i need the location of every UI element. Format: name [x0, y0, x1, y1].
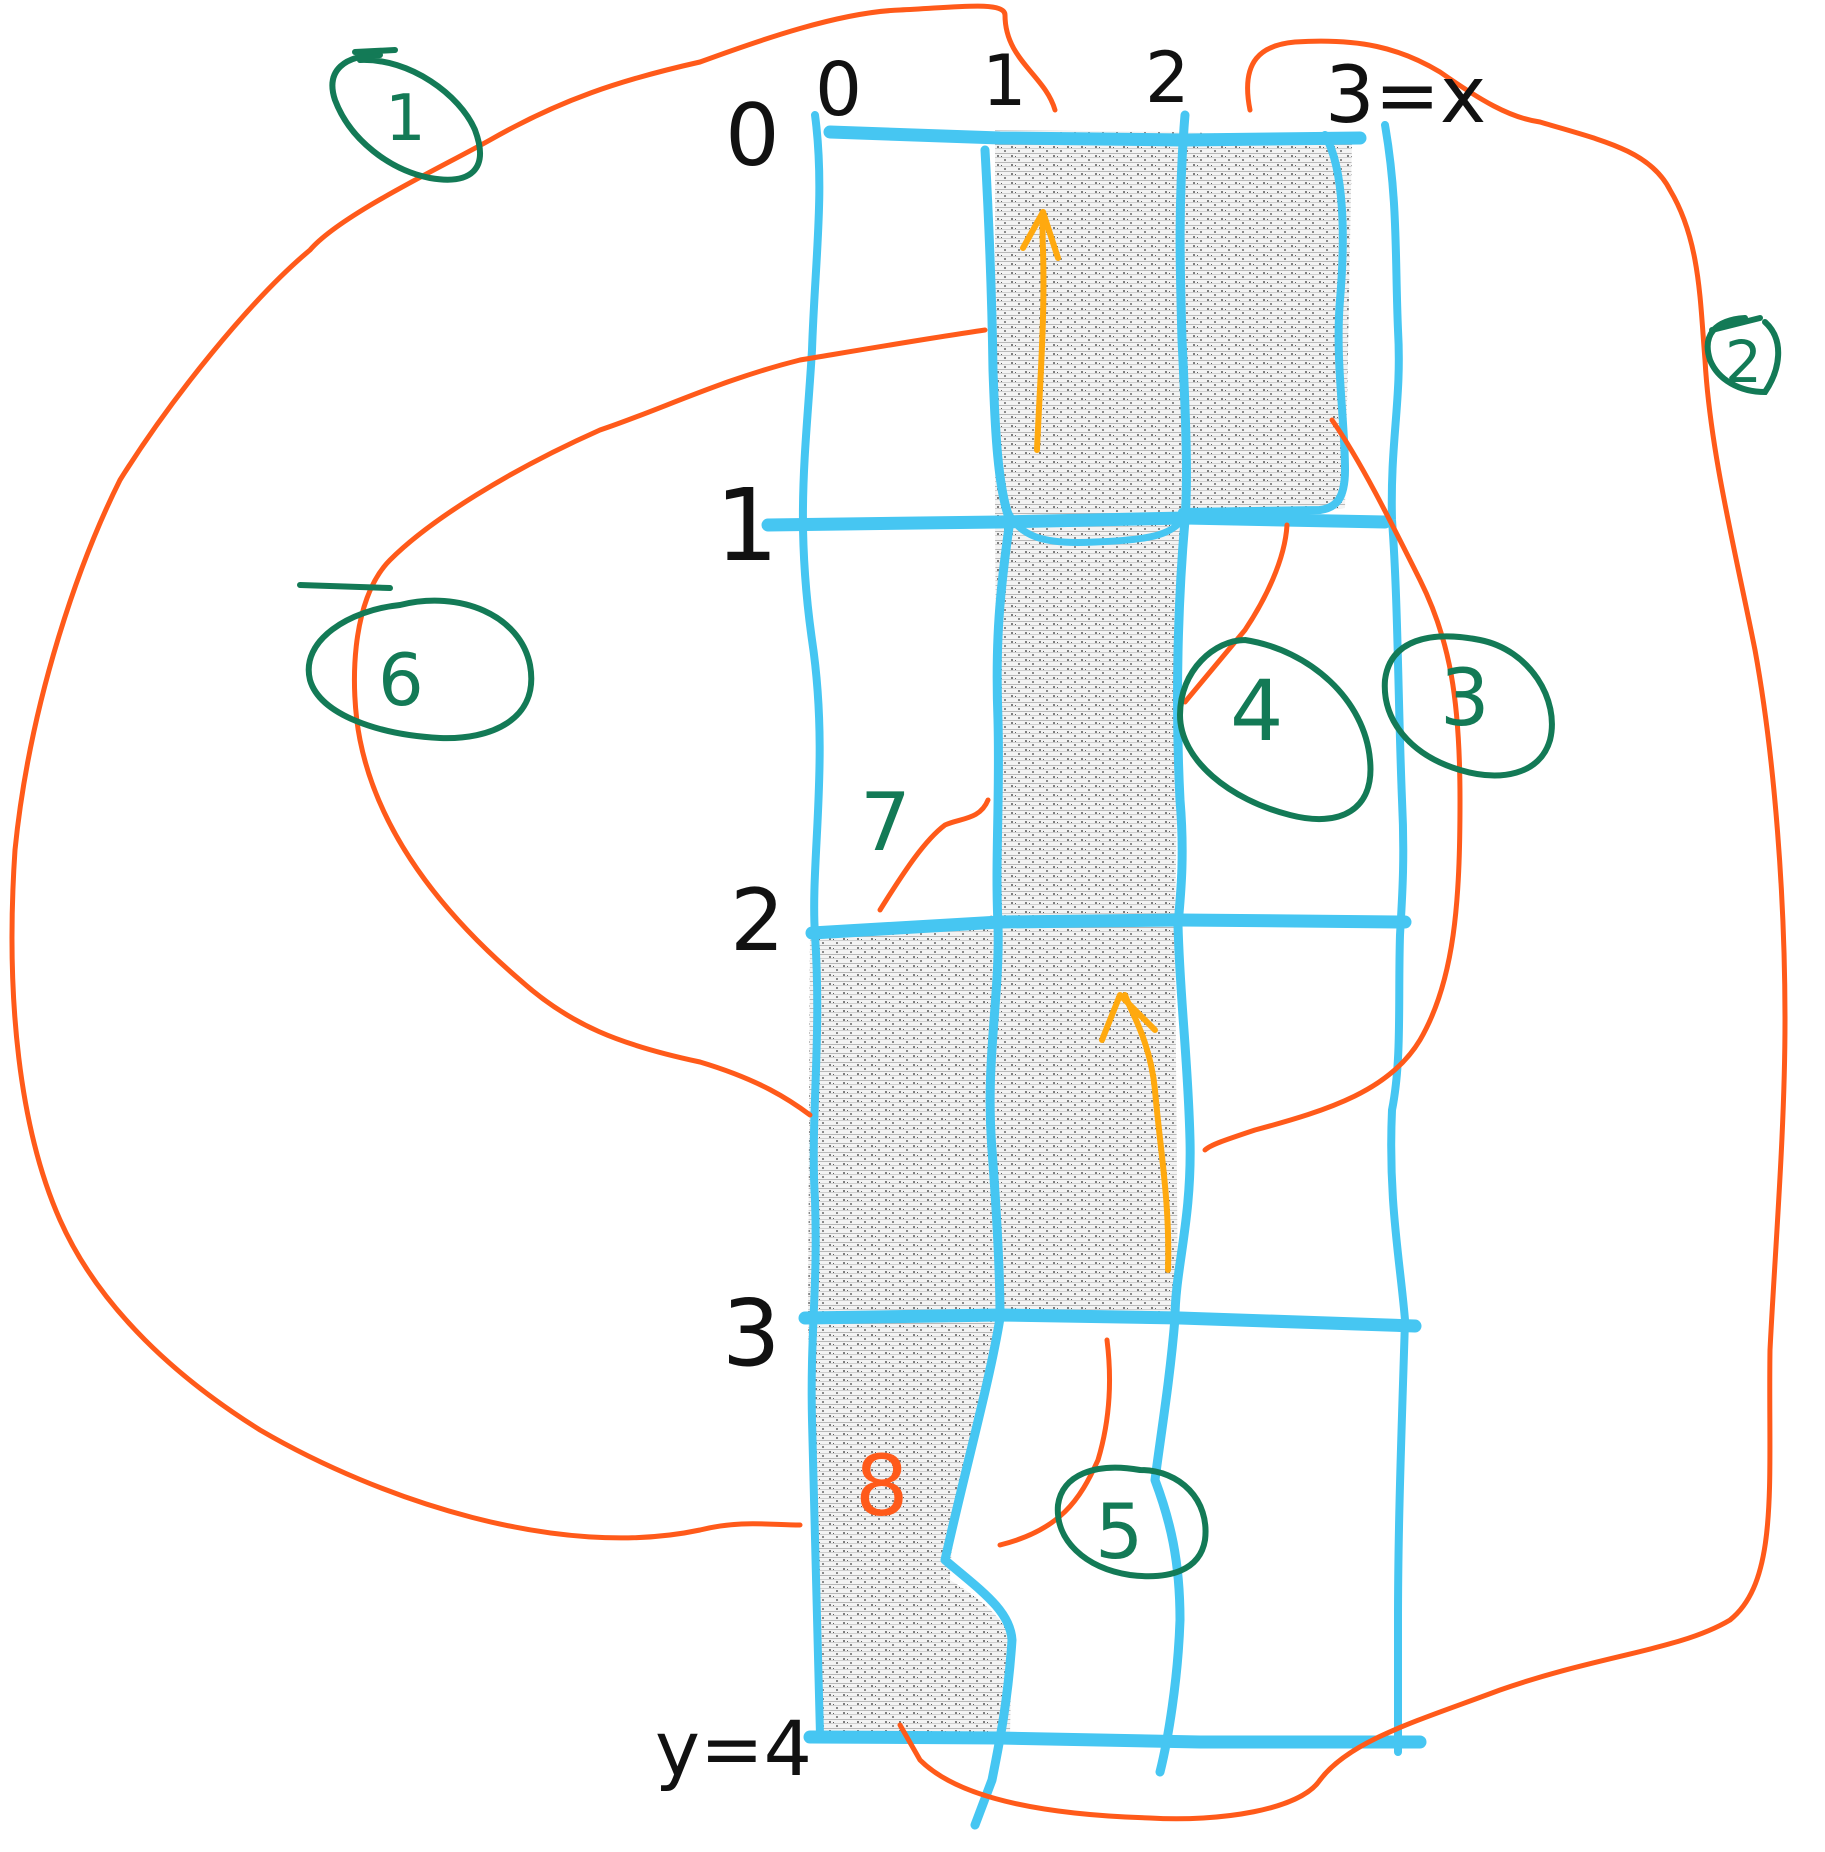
grid-line-horizontal-3 [798, 1308, 1422, 1333]
y-tick-2: 2 [730, 871, 785, 971]
region-label-3: 3 [1440, 654, 1490, 744]
grid-line-vertical-2 [1150, 110, 1195, 1777]
region-circle-1-tail [352, 47, 398, 55]
grid-line-vertical-1 [940, 145, 1017, 1830]
y-tick-1: 1 [715, 467, 779, 584]
loop-7 [877, 797, 991, 913]
arrow-up-cell-x1-y2 [1122, 992, 1172, 1273]
loop-4 [1182, 522, 1290, 705]
grid-line-horizontal-2 [805, 913, 1412, 940]
loop-1 [9, 3, 1058, 1541]
corner-label: 0 [725, 86, 780, 186]
region-label-1: 1 [385, 82, 426, 156]
grid-line-horizontal-1 [761, 511, 1392, 532]
grid-line-horizontal-0 [823, 125, 1367, 147]
region-circle-2-tail [1709, 315, 1763, 333]
loop-2 [897, 38, 1788, 1822]
region-circle-6-tail [297, 582, 393, 591]
region-label-8: 8 [855, 1437, 908, 1535]
shaded-cell-x0-y3 [808, 1318, 1012, 1735]
arrow-up-cell-x1-y0-head [1020, 209, 1061, 261]
arrow-up-cell-x1-y2-head [1099, 992, 1158, 1043]
loop-curves [9, 3, 1788, 1822]
loop-6 [351, 327, 988, 1118]
shaded-cell-x1-y1 [995, 518, 1182, 920]
loop-5 [997, 1337, 1113, 1548]
shaded-cell-x1-y0 [995, 130, 1185, 522]
arrows [1020, 209, 1172, 1273]
axis-labels: 0 0 1 2 3=x 1 2 3 y=4 [655, 37, 1486, 1793]
grid-line-horizontal-4 [803, 1730, 1427, 1749]
loop-3 [1202, 417, 1463, 1153]
region-label-2: 2 [1725, 328, 1762, 396]
grid-line-vertical-3 [1381, 121, 1409, 1756]
x-tick-2: 2 [1145, 37, 1190, 119]
x-tick-1: 1 [982, 40, 1027, 122]
region-label-5: 5 [1095, 1487, 1143, 1576]
x-axis-label: 3=x [1325, 51, 1486, 141]
grid-cell-border-x2-y0 [1178, 131, 1349, 516]
region-circle-3 [1381, 633, 1555, 779]
region-label-6: 6 [378, 638, 424, 722]
y-tick-3: 3 [722, 1280, 781, 1387]
region-circle-1 [329, 52, 483, 183]
region-label-7: 7 [860, 776, 911, 869]
shaded-cell-x1-y2 [998, 915, 1178, 1318]
region-circle-5 [1054, 1464, 1209, 1580]
shaded-cells [808, 130, 1352, 1735]
region-label-4: 4 [1230, 662, 1283, 760]
x-tick-0: 0 [815, 47, 862, 133]
region-circle-4 [1176, 637, 1374, 822]
grid-cell-border-x1-y0-bottom [1004, 508, 1186, 546]
shaded-cell-x2-y0 [1182, 132, 1352, 518]
region-circles [297, 47, 1782, 1580]
grid-line-vertical-0 [798, 111, 824, 1739]
region-labels: 1 2 3 4 5 6 7 8 [378, 82, 1762, 1576]
region-circle-6 [305, 597, 535, 742]
arrow-up-cell-x1-y0 [1034, 209, 1047, 453]
grid-lines [761, 110, 1427, 1830]
shaded-cell-x0-y2 [808, 915, 1000, 1322]
y-axis-label: y=4 [655, 1704, 812, 1793]
